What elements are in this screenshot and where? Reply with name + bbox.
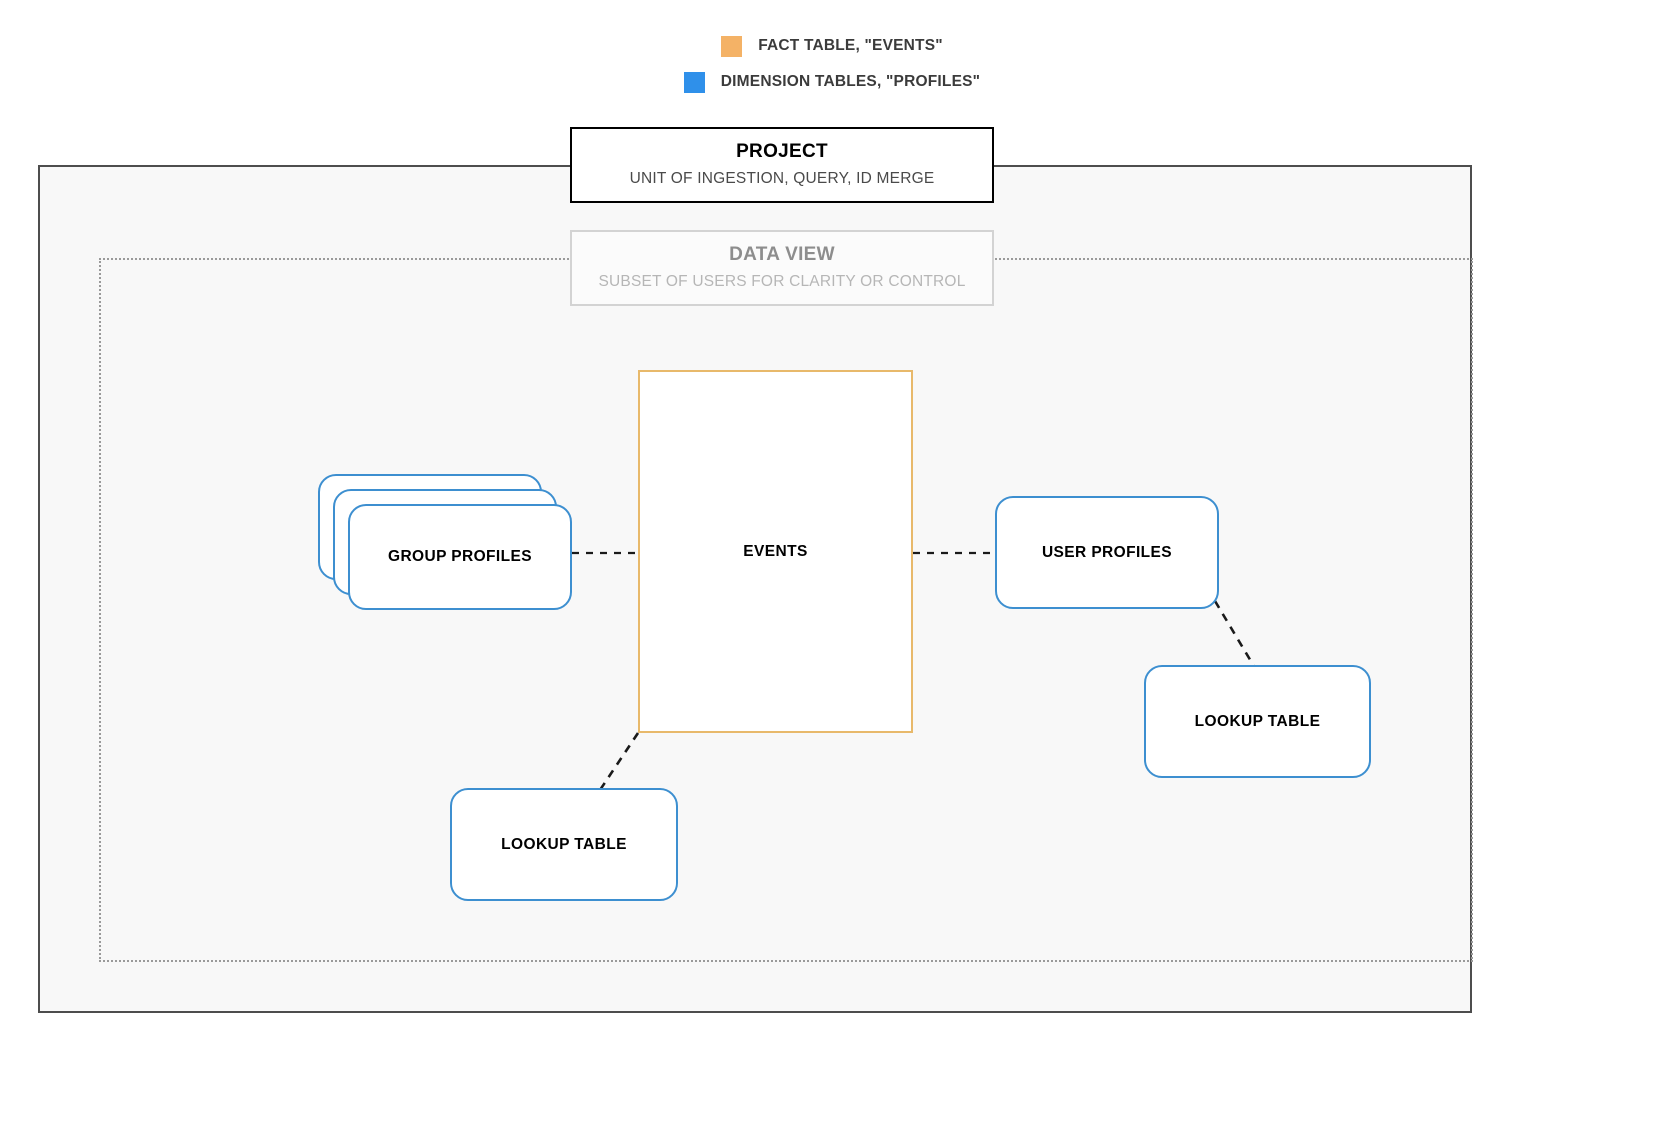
node-lookup-table-left-label: LOOKUP TABLE xyxy=(501,835,627,853)
node-events[interactable]: EVENTS xyxy=(638,370,913,733)
legend-item-label: FACT TABLE, "EVENTS" xyxy=(758,37,943,54)
node-lookup-table-right[interactable]: LOOKUP TABLE xyxy=(1144,665,1371,778)
group-profiles-stack-card-front[interactable]: GROUP PROFILES xyxy=(348,504,572,610)
legend-item-fact-table: FACT TABLE, "EVENTS" xyxy=(0,28,1664,64)
node-user-profiles[interactable]: USER PROFILES xyxy=(995,496,1219,609)
legend: FACT TABLE, "EVENTS" DIMENSION TABLES, "… xyxy=(0,28,1664,100)
node-events-label: EVENTS xyxy=(743,542,808,560)
square-swatch-icon xyxy=(683,71,705,93)
data-view-subtitle: SUBSET OF USERS FOR CLARITY OR CONTROL xyxy=(598,273,966,291)
project-subtitle: UNIT OF INGESTION, QUERY, ID MERGE xyxy=(629,170,935,188)
node-lookup-table-left[interactable]: LOOKUP TABLE xyxy=(450,788,678,901)
node-user-profiles-label: USER PROFILES xyxy=(1041,543,1173,561)
node-lookup-table-right-label: LOOKUP TABLE xyxy=(1194,712,1321,730)
square-swatch-icon xyxy=(721,35,743,57)
project-card: PROJECT UNIT OF INGESTION, QUERY, ID MER… xyxy=(570,127,994,203)
data-view-title: DATA VIEW xyxy=(729,244,835,266)
node-group-profiles[interactable]: GROUP PROFILES xyxy=(318,474,572,610)
data-view-card: DATA VIEW SUBSET OF USERS FOR CLARITY OR… xyxy=(570,230,994,306)
node-group-profiles-label: GROUP PROFILES xyxy=(388,548,532,565)
project-title: PROJECT xyxy=(736,141,828,163)
legend-item-dimension-tables: DIMENSION TABLES, "PROFILES" xyxy=(0,64,1664,100)
legend-item-label: DIMENSION TABLES, "PROFILES" xyxy=(720,73,981,90)
